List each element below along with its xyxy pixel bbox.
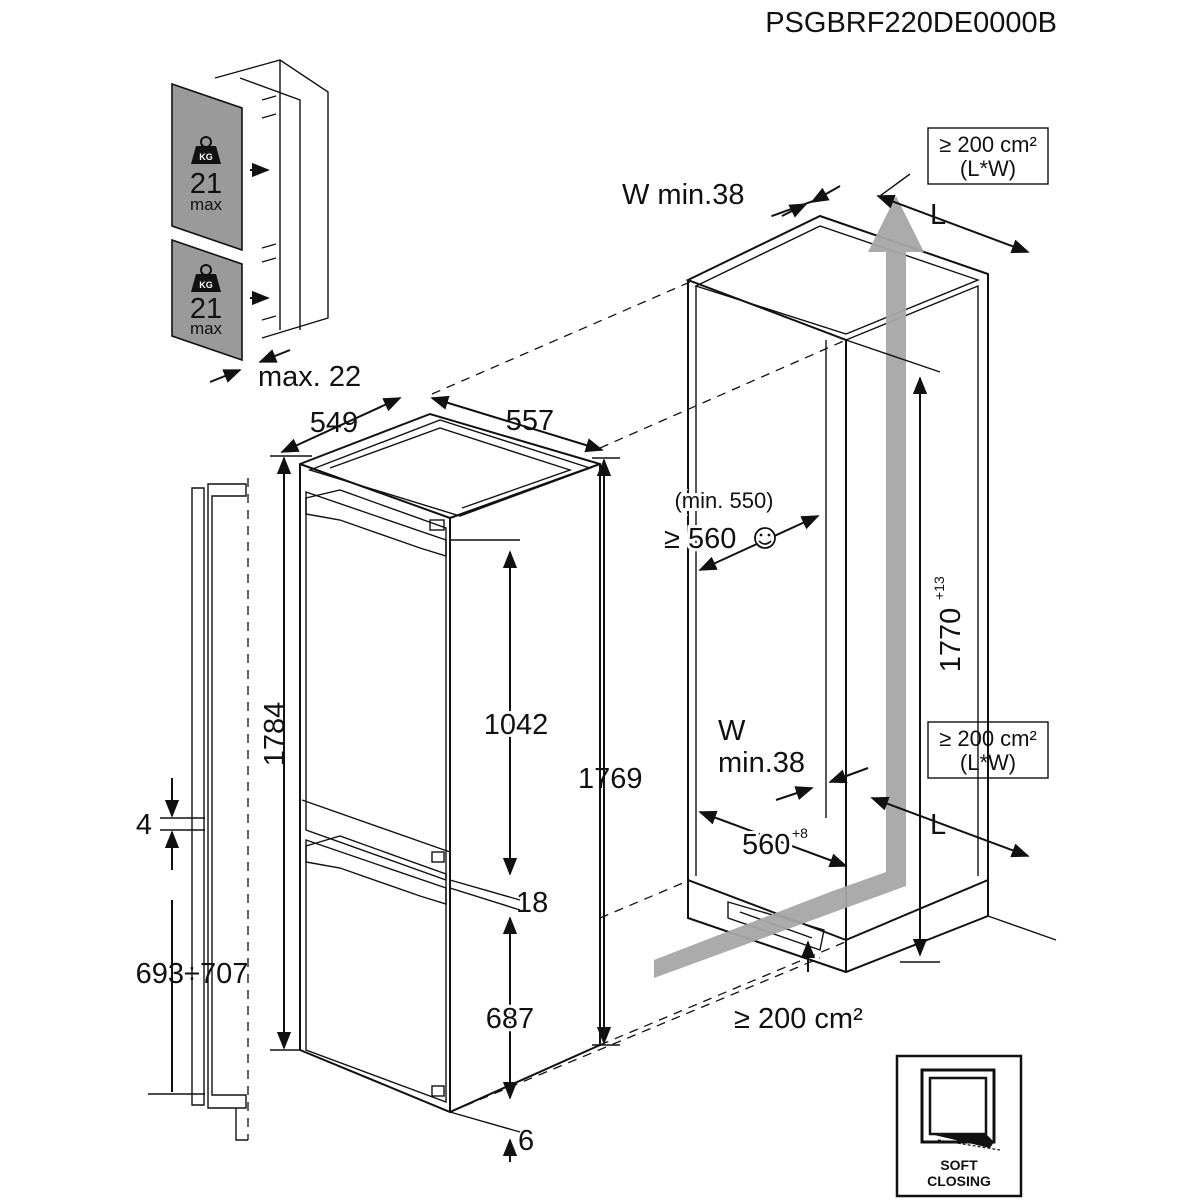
middle-gap-18-label: 18 <box>516 887 548 919</box>
lower-door-panel <box>171 238 243 362</box>
svg-text:KG: KG <box>199 280 213 290</box>
upper-panel-weight: 21 <box>190 168 222 200</box>
svg-text:+8: +8 <box>792 825 808 841</box>
side-gap-label: 4 <box>136 809 152 841</box>
niche-illustration: W min.38 L ≥ 200 cm² (L*W) (min. 550) ≥ … <box>622 127 1057 1035</box>
niche-bottom-length-label: L <box>930 809 946 841</box>
mid-vent-box <box>927 721 1049 779</box>
niche-top-gap-label: W min.38 <box>622 179 744 211</box>
side-profile-illustration: 4 693÷707 <box>136 478 249 1141</box>
niche-bottom-gap-min: min.38 <box>718 747 805 779</box>
airflow-arrow-icon <box>654 196 924 978</box>
bottom-vent-area: ≥ 200 cm² <box>734 1003 863 1035</box>
bottom-offset-6-label: 6 <box>518 1125 534 1157</box>
height-1769-label: 1769 <box>578 763 643 795</box>
projection-lines <box>431 281 851 1113</box>
niche-bottom-gap-w: W <box>718 715 746 747</box>
top-vent-formula: (L*W) <box>960 156 1016 181</box>
svg-text:+13: +13 <box>931 576 947 600</box>
model-code: PSGBRF220DE0000B <box>765 7 1057 39</box>
badge-line2: CLOSING <box>927 1173 991 1189</box>
upper-door-1042-label: 1042 <box>484 709 549 741</box>
niche-depth-recommended: ≥ 560 <box>664 523 736 555</box>
top-vent-area: ≥ 200 cm² <box>939 132 1037 157</box>
svg-text:KG: KG <box>199 152 213 162</box>
depth-549-label: 549 <box>310 407 358 439</box>
svg-text:1770: 1770 <box>935 608 967 673</box>
soft-closing-badge: SOFT CLOSING <box>895 1054 1023 1198</box>
soft-closing-door-icon <box>920 1068 1001 1151</box>
mid-vent-area: ≥ 200 cm² <box>939 726 1037 751</box>
appliance-illustration: 549 557 1784 1769 1042 18 687 6 <box>259 395 643 1162</box>
width-557-label: 557 <box>506 405 554 437</box>
height-1784-label: 1784 <box>259 702 291 767</box>
upper-panel-weight-unit: max <box>190 195 223 214</box>
top-vent-box <box>927 127 1049 185</box>
lower-panel-weight-unit: max <box>190 319 223 338</box>
door-panel-illustration: KG 21 max KG 21 max max. 22 <box>171 59 361 393</box>
niche-depth-min: (min. 550) <box>674 488 773 513</box>
niche-top-length-label: L <box>930 199 946 231</box>
lower-panel-weight: 21 <box>190 293 222 325</box>
lower-door-687-label: 687 <box>486 1003 534 1035</box>
mid-vent-formula: (L*W) <box>960 750 1016 775</box>
panel-thickness-label: max. 22 <box>258 361 361 393</box>
side-lower-door-range: 693÷707 <box>136 958 249 990</box>
kg-weight-icon: KG <box>191 136 221 164</box>
niche-width-label: 560 +8 <box>739 825 808 864</box>
badge-line1: SOFT <box>940 1157 978 1173</box>
niche-height-label: 1770 +13 <box>931 576 970 675</box>
smiley-icon <box>754 527 776 549</box>
kg-weight-icon: KG <box>191 264 221 292</box>
svg-text:560: 560 <box>742 829 790 861</box>
upper-door-panel <box>171 82 243 252</box>
